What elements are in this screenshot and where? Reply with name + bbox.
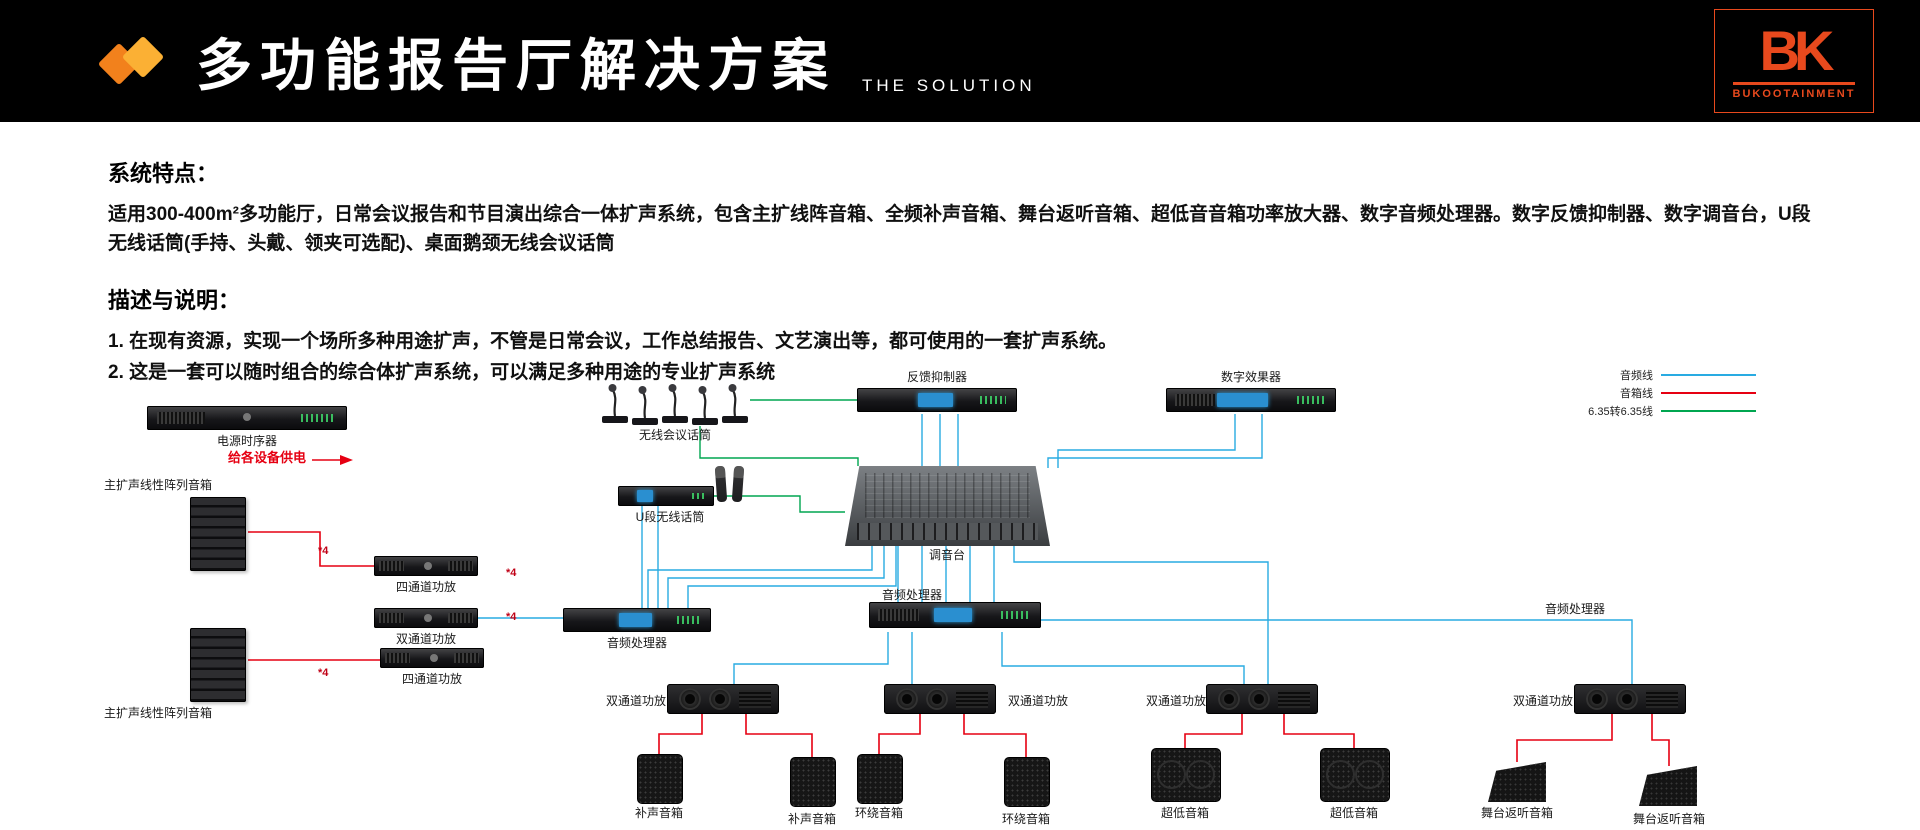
subwoofer-1 — [1151, 748, 1221, 802]
mixing-console-device — [845, 466, 1050, 546]
fill-speaker-2-label: 补声音箱 — [787, 812, 837, 826]
digital-effects-label: 数字效果器 — [1220, 370, 1282, 384]
description-heading: 描述与说明： — [108, 287, 241, 313]
conference-mics-label: 无线会议话筒 — [638, 428, 712, 442]
description-item-2: 2. 这是一套可以随时组合的综合体扩声系统，可以满足多种用途的专业扩声系统 — [108, 362, 776, 384]
surround-speaker-2 — [1004, 757, 1050, 807]
legend: 音频线 音箱线 6.35转6.35线 — [1556, 366, 1756, 420]
legend-line-audio — [1661, 374, 1756, 376]
handheld-microphones — [714, 465, 746, 508]
four-channel-amp-1-device — [374, 556, 478, 576]
legend-item-speaker: 音箱线 — [1556, 384, 1756, 402]
audio-processor-right-label: 音频处理器 — [1545, 602, 1606, 616]
two-channel-amp-1-device — [374, 608, 478, 628]
amp-b2-device — [884, 684, 996, 714]
legend-label: 音频线 — [1620, 370, 1653, 382]
audio-processor-left-device — [563, 608, 711, 632]
fill-speaker-1-label: 补声音箱 — [634, 806, 684, 820]
audio-processor-center-device — [869, 602, 1041, 628]
cable-count-note: *4 — [318, 545, 329, 557]
fill-speaker-2 — [790, 757, 836, 807]
amp-b1-label: 双通道功放 — [606, 694, 667, 708]
cable-count-note: *4 — [318, 667, 329, 679]
page-title: 多功能报告厅解决方案 — [196, 33, 836, 97]
company-logo: BK BUKOOTAINMENT — [1714, 9, 1874, 113]
surround-speaker-1-label: 环绕音箱 — [854, 806, 904, 820]
stage-monitor-1-label: 舞台返听音箱 — [1480, 806, 1554, 820]
line-array-1-label: 主扩声线性阵列音箱 — [104, 478, 213, 492]
conference-microphones — [602, 384, 748, 425]
amp-b2-label: 双通道功放 — [1008, 694, 1069, 708]
company-logo-caption: BUKOOTAINMENT — [1732, 81, 1856, 100]
feedback-suppressor-device — [857, 388, 1017, 412]
description-item-1: 1. 在现有资源，实现一个场所多种用途扩声，不管是日常会议，工作总结报告、文艺演… — [108, 330, 1118, 352]
legend-label: 6.35转6.35线 — [1588, 406, 1653, 418]
amp-b4-label: 双通道功放 — [1513, 694, 1574, 708]
amp-b3-label: 双通道功放 — [1146, 694, 1207, 708]
amp-b3-device — [1206, 684, 1318, 714]
audio-processor-center-label: 音频处理器 — [881, 588, 943, 602]
fill-speaker-1 — [637, 754, 683, 804]
power-note-label: 给各设备供电 — [228, 450, 307, 465]
legend-item-audio: 音频线 — [1556, 366, 1756, 384]
four-channel-amp-2-label: 四通道功放 — [401, 672, 463, 686]
amp-b1-device — [667, 684, 779, 714]
legend-line-speaker — [1661, 392, 1756, 394]
subwoofer-2-label: 超低音箱 — [1329, 806, 1379, 820]
four-channel-amp-1-label: 四通道功放 — [395, 580, 457, 594]
features-body: 适用300-400m²多功能厅，日常会议报告和节目演出综合一体扩声系统，包含主扩… — [108, 204, 1811, 255]
uhf-receiver-device — [618, 486, 714, 506]
line-array-speaker-2 — [190, 628, 246, 702]
line-array-2-label: 主扩声线性阵列音箱 — [104, 706, 213, 720]
cable-count-note: *4 — [506, 567, 517, 579]
amp-b4-device — [1574, 684, 1686, 714]
legend-line-jack — [1661, 410, 1756, 412]
uhf-mics-label: U段无线话筒 — [635, 510, 705, 524]
slide-body: 系统特点： 适用300-400m²多功能厅，日常会议报告和节目演出综合一体扩声系… — [108, 122, 1824, 388]
company-logo-text: BK — [1759, 18, 1835, 82]
subwoofer-1-label: 超低音箱 — [1160, 806, 1210, 820]
mixer-label: 调音台 — [928, 548, 966, 562]
line-array-speaker-1 — [190, 497, 246, 571]
legend-label: 音箱线 — [1620, 388, 1653, 400]
audio-processor-left-label: 音频处理器 — [606, 636, 668, 650]
subwoofer-2 — [1320, 748, 1390, 802]
surround-speaker-2-label: 环绕音箱 — [1001, 812, 1051, 826]
feedback-suppressor-label: 反馈抑制器 — [906, 370, 968, 384]
slide-header: 多功能报告厅解决方案 THE SOLUTION BK BUKOOTAINMENT — [0, 0, 1920, 122]
two-channel-amp-1-label: 双通道功放 — [395, 632, 457, 646]
legend-item-jack: 6.35转6.35线 — [1556, 402, 1756, 420]
page-subtitle: THE SOLUTION — [862, 76, 1036, 95]
features-heading: 系统特点： — [108, 161, 219, 186]
power-sequencer-label: 电源时序器 — [216, 434, 278, 448]
cable-count-note: *4 — [506, 611, 517, 623]
stage-monitor-2-label: 舞台返听音箱 — [1632, 812, 1706, 826]
four-channel-amp-2-device — [380, 648, 484, 668]
digital-effects-device — [1166, 388, 1336, 412]
surround-speaker-1 — [857, 754, 903, 804]
power-sequencer-device — [147, 406, 347, 430]
